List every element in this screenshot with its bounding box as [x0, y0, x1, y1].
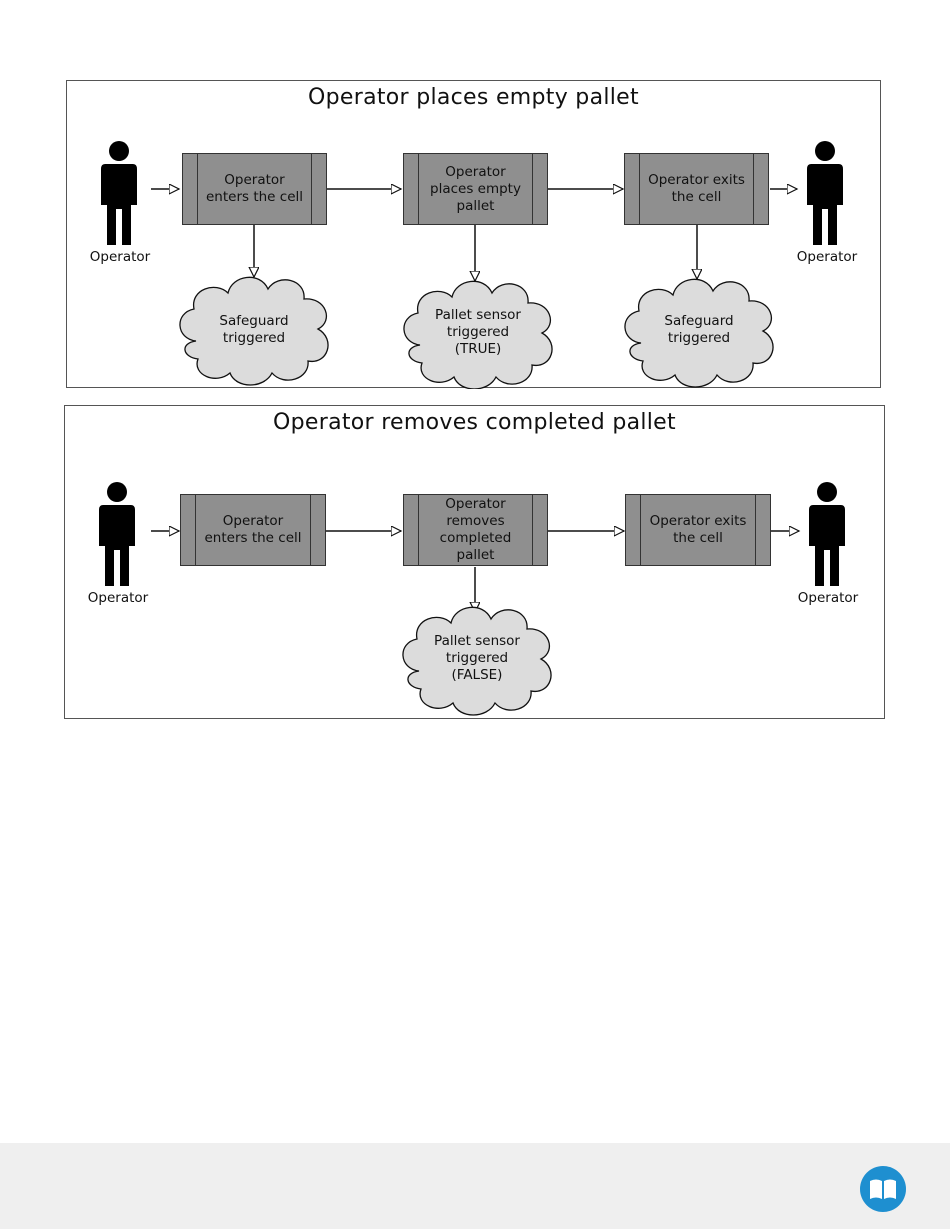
book-icon[interactable]: [860, 1166, 906, 1212]
operator-label: Operator: [796, 249, 858, 265]
outcome-label: Safeguard triggered: [219, 313, 289, 346]
outcome-label: Pallet sensor triggered (FALSE): [434, 632, 520, 683]
process-label: Operator enters the cell: [204, 513, 302, 546]
outcome-label: Safeguard triggered: [664, 313, 734, 346]
process-box: Operator exits the cell: [624, 153, 769, 225]
connectors: [99, 482, 845, 716]
diagram-panel-1: Operator places empty pallet: [66, 80, 881, 389]
cloud-shape: [179, 276, 329, 386]
diagram-panel-2: Operator removes completed pallet Operat…: [64, 405, 885, 719]
process-label: Operator places empty pallet: [430, 163, 521, 214]
cloud-shape: [403, 280, 553, 389]
process-box: Operator enters the cell: [182, 153, 327, 225]
page-footer: [0, 1143, 950, 1229]
process-label: Operator enters the cell: [205, 172, 303, 205]
operator-label: Operator: [89, 249, 151, 265]
process-label: Operator removes completed pallet: [439, 496, 512, 563]
operator-figure-left: [101, 141, 137, 245]
operator-label: Operator: [797, 590, 859, 606]
cloud-shape: [624, 278, 774, 388]
panel-title: Operator places empty pallet: [308, 85, 639, 110]
panel-title: Operator removes completed pallet: [273, 410, 676, 435]
process-box: Operator enters the cell: [180, 494, 326, 566]
operator-figure-right: [807, 141, 843, 245]
operator-label: Operator: [87, 590, 149, 606]
process-box: Operator places empty pallet: [403, 153, 548, 225]
process-box: Operator exits the cell: [625, 494, 771, 566]
operator-figure-left: [99, 482, 135, 586]
operator-figure-right: [809, 482, 845, 586]
process-box: Operator removes completed pallet: [403, 494, 548, 566]
outcome-label: Pallet sensor triggered (TRUE): [435, 306, 521, 357]
process-label: Operator exits the cell: [648, 172, 745, 205]
process-label: Operator exits the cell: [649, 513, 747, 546]
cloud-shape: [402, 606, 552, 716]
connectors: [101, 141, 843, 389]
